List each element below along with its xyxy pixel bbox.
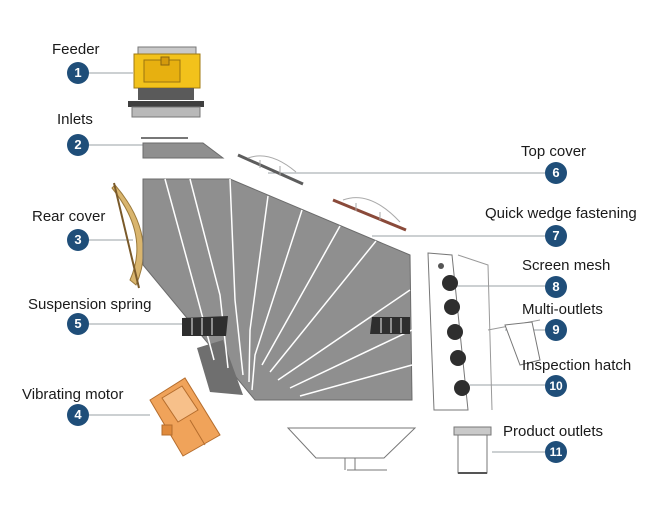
part-badge-rear-cover: 3: [67, 229, 89, 251]
part-badge-screen-mesh: 8: [545, 276, 567, 298]
part-badge-quick-wedge-fastening: 7: [545, 225, 567, 247]
inlets-graphic: [141, 137, 225, 159]
outlet-plate-graphic: [427, 252, 541, 411]
feeder-graphic: [128, 46, 204, 118]
part-badge-multi-outlets: 9: [545, 319, 567, 341]
part-label-screen-mesh: Screen mesh: [522, 257, 611, 274]
part-label-feeder: Feeder: [52, 41, 100, 58]
part-badge-inspection-hatch: 10: [545, 375, 567, 397]
part-label-top-cover: Top cover: [521, 143, 587, 160]
top-cover-graphic: [237, 153, 304, 186]
quick-wedge-graphic: [332, 197, 407, 232]
part-label-vibrating-motor: Vibrating motor: [22, 386, 124, 403]
screener-body-graphic: [142, 178, 413, 401]
part-label-inspection-hatch: Inspection hatch: [522, 357, 632, 374]
part-label-multi-outlets: Multi-outlets: [522, 301, 603, 318]
part-badge-feeder: 1: [67, 62, 89, 84]
part-badge-suspension-spring: 5: [67, 313, 89, 335]
part-label-suspension-spring: Suspension spring: [28, 296, 152, 313]
part-badge-product-outlets: 11: [545, 441, 567, 463]
leader-lines: [88, 72, 545, 453]
part-badge-top-cover: 6: [545, 162, 567, 184]
product-outlets-graphic: [286, 426, 492, 474]
part-label-product-outlets: Product outlets: [503, 423, 604, 440]
vibrating-motor-graphic: [149, 377, 221, 457]
part-label-rear-cover: Rear cover: [32, 208, 106, 225]
part-label-quick-wedge-fastening: Quick wedge fastening: [485, 205, 637, 222]
part-label-inlets: Inlets: [57, 111, 93, 128]
rear-cover-graphic: [111, 182, 144, 289]
part-badge-inlets: 2: [67, 134, 89, 156]
part-badge-vibrating-motor: 4: [67, 404, 89, 426]
